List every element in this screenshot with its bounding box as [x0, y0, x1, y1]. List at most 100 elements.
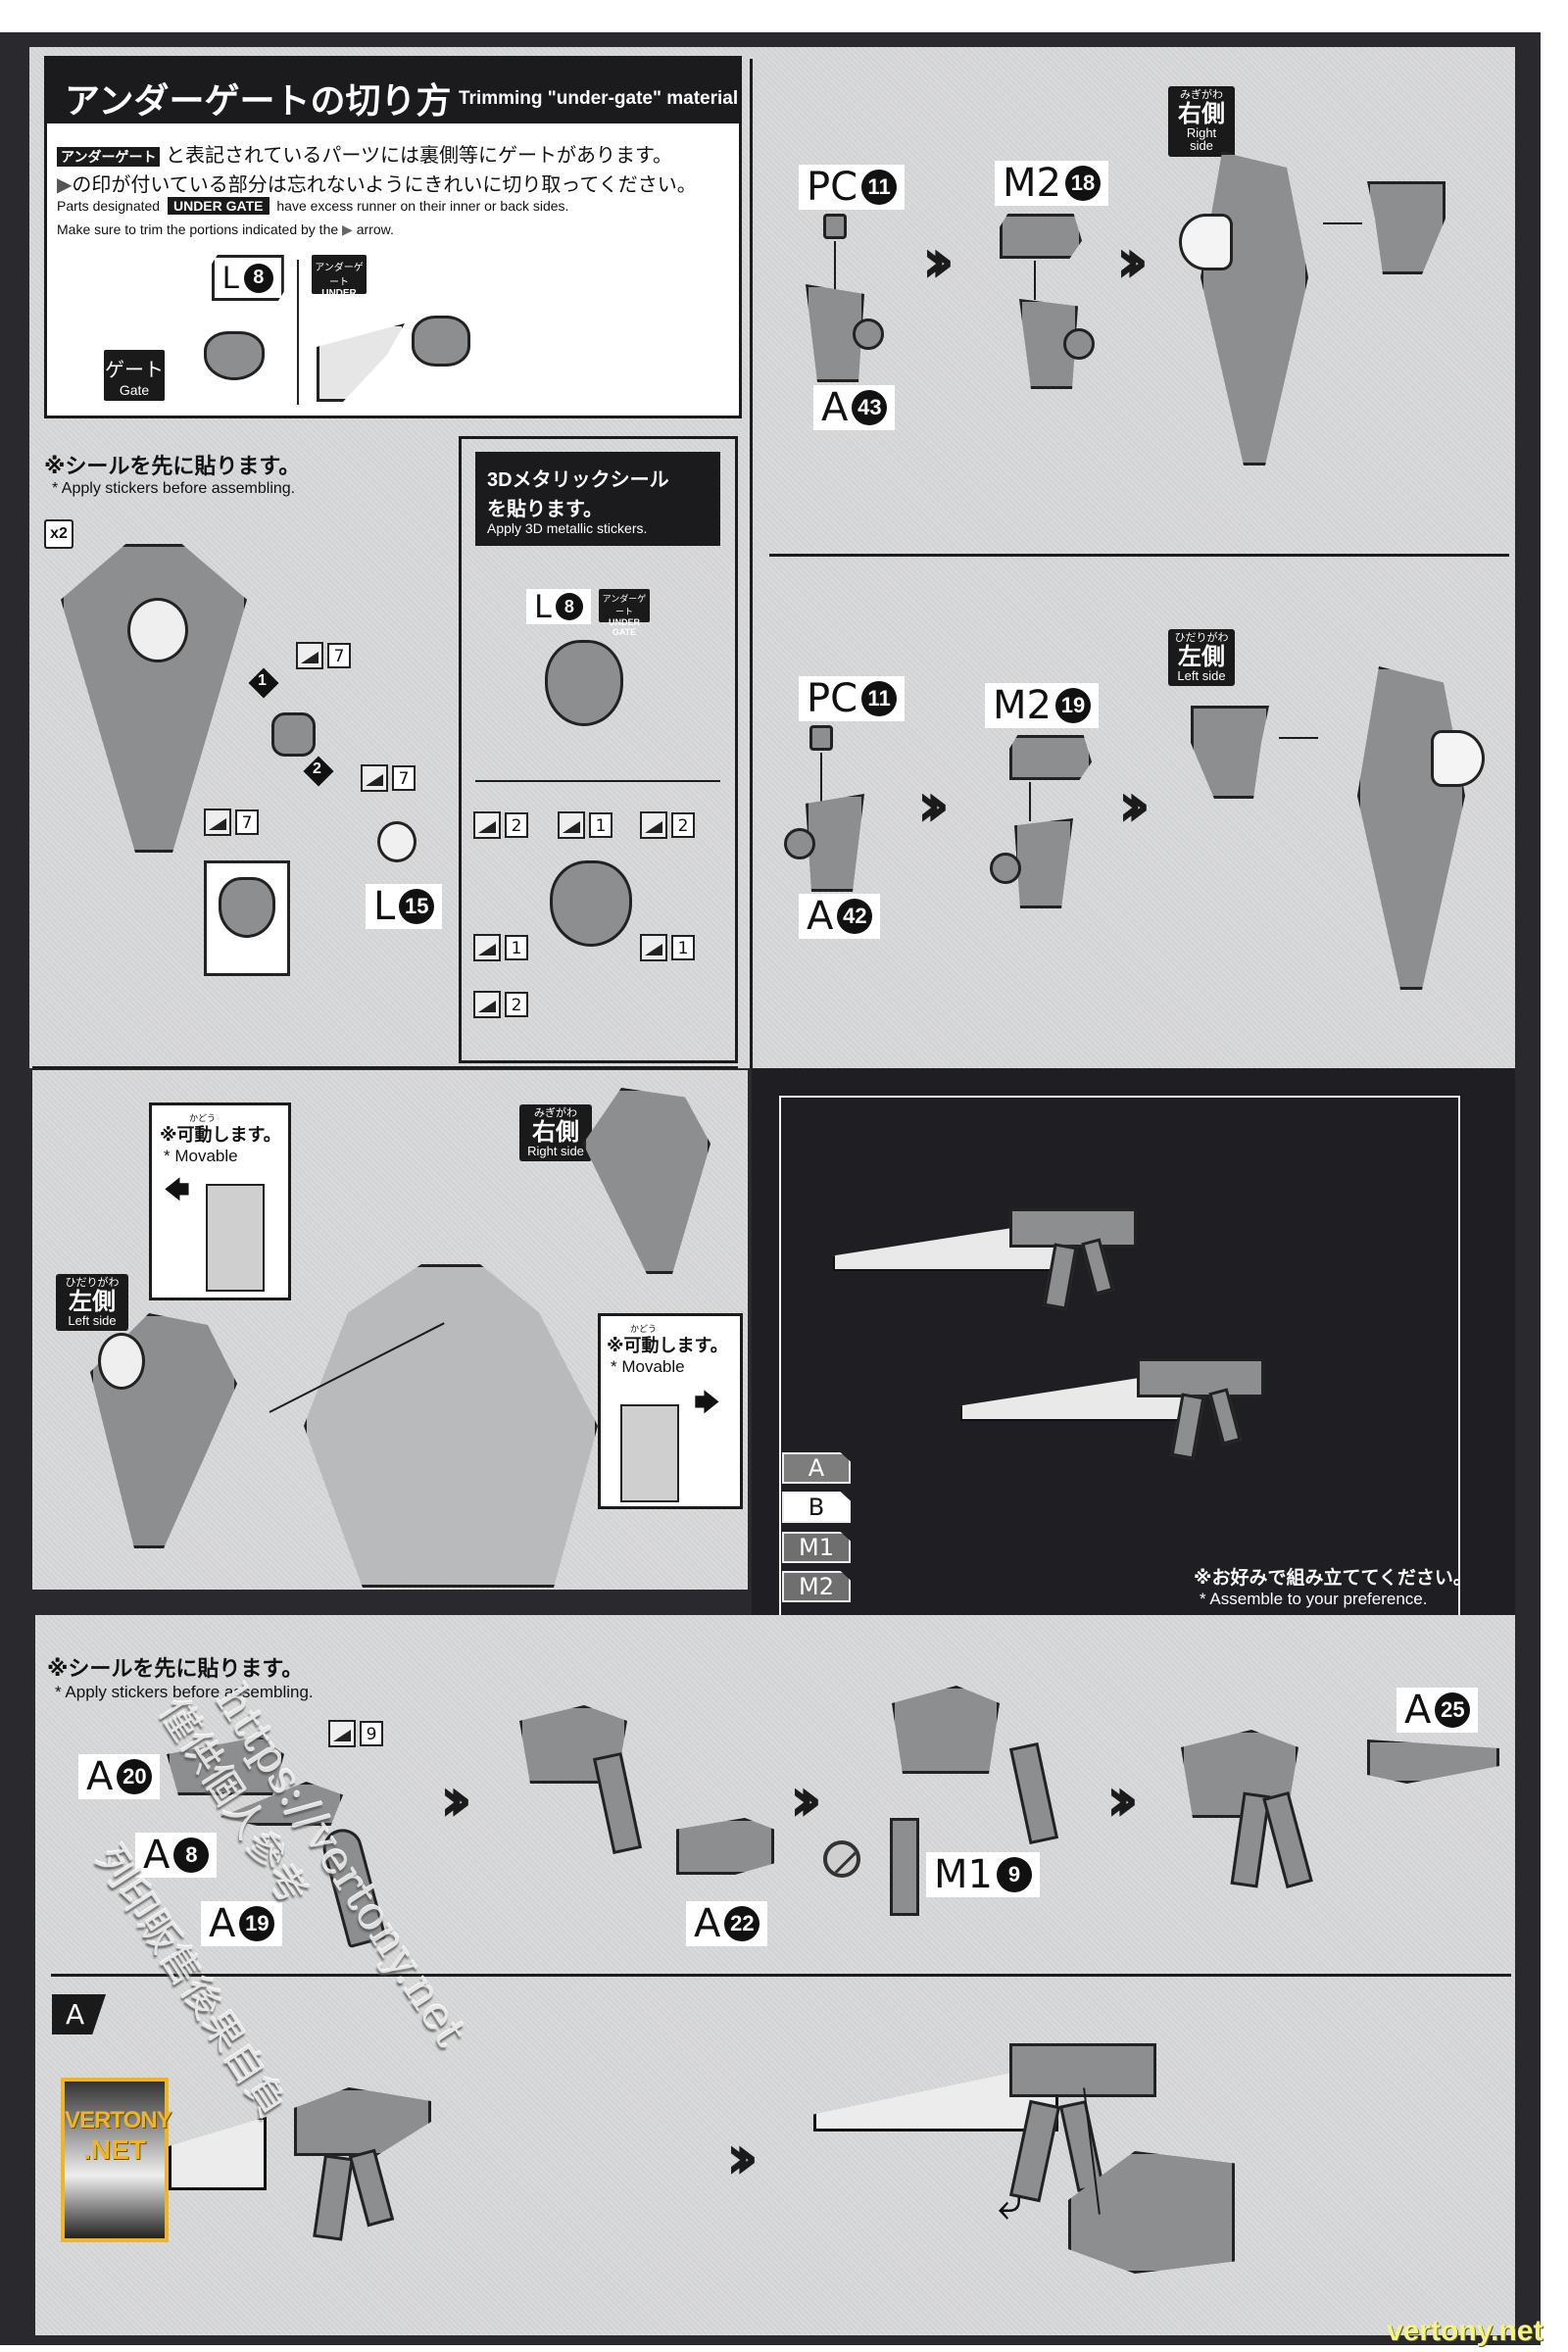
arrow-marker-icon: ▶: [57, 174, 73, 196]
under-gate-tag: アンダーゲート UNDER GATE: [599, 589, 650, 637]
sticker-ref: 2: [473, 991, 528, 1018]
sticker-icon: [296, 642, 323, 669]
sticker-ref: 7: [296, 642, 351, 669]
move-arrow-icon: 🡄: [164, 1175, 190, 1204]
attach-arrow: [1279, 737, 1318, 739]
no-cut-icon: [823, 1840, 860, 1878]
arrow-marker-icon: ▶: [342, 221, 353, 237]
next-step-chevron: ››: [916, 769, 950, 842]
rotate-arrow-icon: ⤶: [998, 2180, 1022, 2229]
next-step-chevron: ››: [1105, 1764, 1139, 1837]
shield-dome-illustration: [1431, 730, 1485, 787]
sticker-ref: 2: [640, 811, 695, 839]
sticker-icon: [204, 808, 231, 836]
part-l8-illustration: [204, 331, 265, 380]
preference-note: ※お好みで組み立ててください。 * Assemble to your prefe…: [1194, 1568, 1472, 1608]
metallic-sticker-header: 3Dメタリックシール を貼ります。 Apply 3D metallic stic…: [475, 452, 720, 546]
next-step-chevron: ››: [1115, 225, 1149, 298]
pc-cap-illustration: [823, 214, 847, 239]
shield-dome-illustration: [98, 1333, 145, 1390]
variants-panel: [752, 1068, 1515, 1615]
next-step-chevron: ››: [1117, 769, 1151, 842]
sticker-icon: [473, 811, 501, 839]
move-arrow-icon: 🡆: [694, 1388, 720, 1417]
multiplier-badge: x2: [44, 519, 74, 549]
vertony-logo: VERTONY .NET: [61, 2078, 172, 2242]
under-gate-badge-en: UNDER GATE: [167, 197, 270, 215]
ball-joint-illustration: [853, 318, 884, 350]
ball-joint-illustration: [784, 828, 815, 859]
under-gate-line2: ▶の印が付いている部分は忘れないようにきれいに切り取ってください。: [57, 174, 697, 196]
sticker-icon: [640, 934, 667, 961]
right-side-tag: みぎがわ 右側 Right side: [1168, 86, 1235, 158]
under-gate-box: アンダーゲートの切り方 Trimming "under-gate" materi…: [44, 56, 742, 418]
sticker-icon: [473, 991, 501, 1018]
shield-dome-illustration: [127, 598, 188, 662]
under-gate-line1: アンダーゲート と表記されているパーツには裏側等にゲートがあります。: [57, 139, 672, 168]
movable-part-illustration: [620, 1404, 679, 1502]
weapon-variant-1: [823, 1200, 1156, 1310]
runner-tab-a: A: [782, 1452, 851, 1484]
pc-cap-illustration: [809, 725, 833, 751]
nipper-illustration: [317, 323, 405, 402]
left-side-tag: ひだりがわ 左側 Left side: [1168, 629, 1235, 687]
right-step-divider: [769, 554, 1509, 557]
next-step-chevron: ››: [439, 1764, 472, 1837]
m1-grip-illustration: [890, 1818, 919, 1916]
l8-part-illustration: [545, 640, 623, 726]
sticker-icon: [473, 934, 501, 961]
m2-block-illustration: [1009, 735, 1092, 780]
stickers-note: ※シールを先に貼ります。 * Apply stickers before ass…: [44, 454, 301, 497]
assembled-weapon-illustration: [813, 2038, 1156, 2146]
sticker-icon: [640, 811, 667, 839]
attach-arrow: [1323, 222, 1362, 224]
left-side-tag: ひだりがわ 左側 Left side: [56, 1274, 128, 1332]
metallic-divider: [475, 780, 720, 782]
shield-dome-illustration: [1179, 214, 1233, 270]
movable-callout-right: かどう ※可動します。 * Movable 🡆: [598, 1313, 743, 1509]
next-step-chevron: ››: [789, 1764, 822, 1837]
weapon-variant-2: [951, 1350, 1284, 1460]
step-divider: [51, 1974, 1511, 1977]
sticker-ref: 2: [473, 811, 528, 839]
sensor-part-illustration: [219, 877, 275, 938]
weapon-body-illustration: [1137, 1358, 1264, 1397]
sticker-icon: [328, 1720, 356, 1747]
sticker-ref: 1: [558, 811, 612, 839]
lens-part-illustration: [377, 821, 416, 862]
under-gate-title-en: Trimming "under-gate" material: [459, 88, 739, 109]
under-gate-badge-jp: アンダーゲート: [57, 147, 161, 167]
m2-block-illustration: [1000, 214, 1082, 259]
weapon-body-illustration: [1009, 1208, 1137, 1248]
insert-arrow: [1029, 782, 1031, 821]
sticker-icon: [558, 811, 585, 839]
sensor-detail-box: [204, 860, 290, 976]
runner-tab-m1: M1: [782, 1532, 851, 1563]
sensor-part-illustration: [271, 712, 316, 757]
weapon-body-illustration: [1009, 2043, 1156, 2097]
sticker-ref: 1: [640, 934, 695, 961]
under-gate-header: アンダーゲートの切り方 Trimming "under-gate" materi…: [47, 59, 739, 123]
sticker-ref: 7: [204, 808, 259, 836]
footer-watermark: vertony.net: [1387, 2315, 1544, 2347]
insert-arrow: [834, 241, 836, 300]
sticker-icon: [361, 764, 388, 792]
under-gate-title-jp: アンダーゲートの切り方: [65, 80, 452, 121]
assembled-frame-illustration: [892, 1686, 1000, 1774]
column-divider: [750, 59, 753, 1068]
under-gate-line3: Parts designated UNDER GATE have excess …: [57, 197, 569, 215]
movable-callout-left: かどう ※可動します。 * Movable 🡄: [149, 1102, 291, 1300]
bracket-divider: [297, 260, 299, 405]
right-side-tag: みぎがわ 右側 Right side: [519, 1104, 592, 1162]
l8-part-sticker-guide: [550, 860, 632, 947]
